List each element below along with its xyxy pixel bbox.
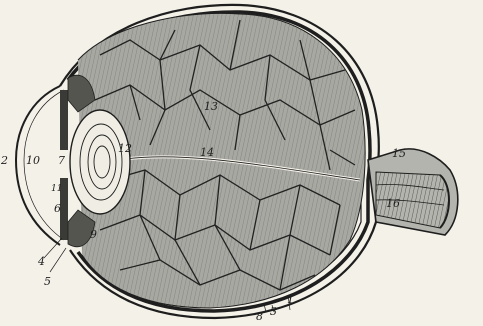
label-12: 12 xyxy=(118,142,132,155)
label-9: 9 xyxy=(90,228,97,241)
label-4: 4 xyxy=(37,255,45,268)
label-15: 15 xyxy=(392,147,406,160)
label-10: 10 xyxy=(26,154,40,167)
label-3: 3 xyxy=(270,305,277,318)
label-8: 8 xyxy=(256,310,263,323)
label-6: 6 xyxy=(54,202,61,215)
label-16: 16 xyxy=(386,197,400,210)
crystalline-lens xyxy=(70,110,130,214)
optic-nerve xyxy=(368,149,458,235)
label-2: 2 xyxy=(0,154,8,167)
label-14: 14 xyxy=(200,146,214,159)
label-7: 7 xyxy=(58,154,65,167)
label-13: 13 xyxy=(204,100,218,113)
label-11: 11 xyxy=(51,184,62,194)
label-1: 1 xyxy=(287,293,294,306)
label-5: 5 xyxy=(44,275,51,288)
